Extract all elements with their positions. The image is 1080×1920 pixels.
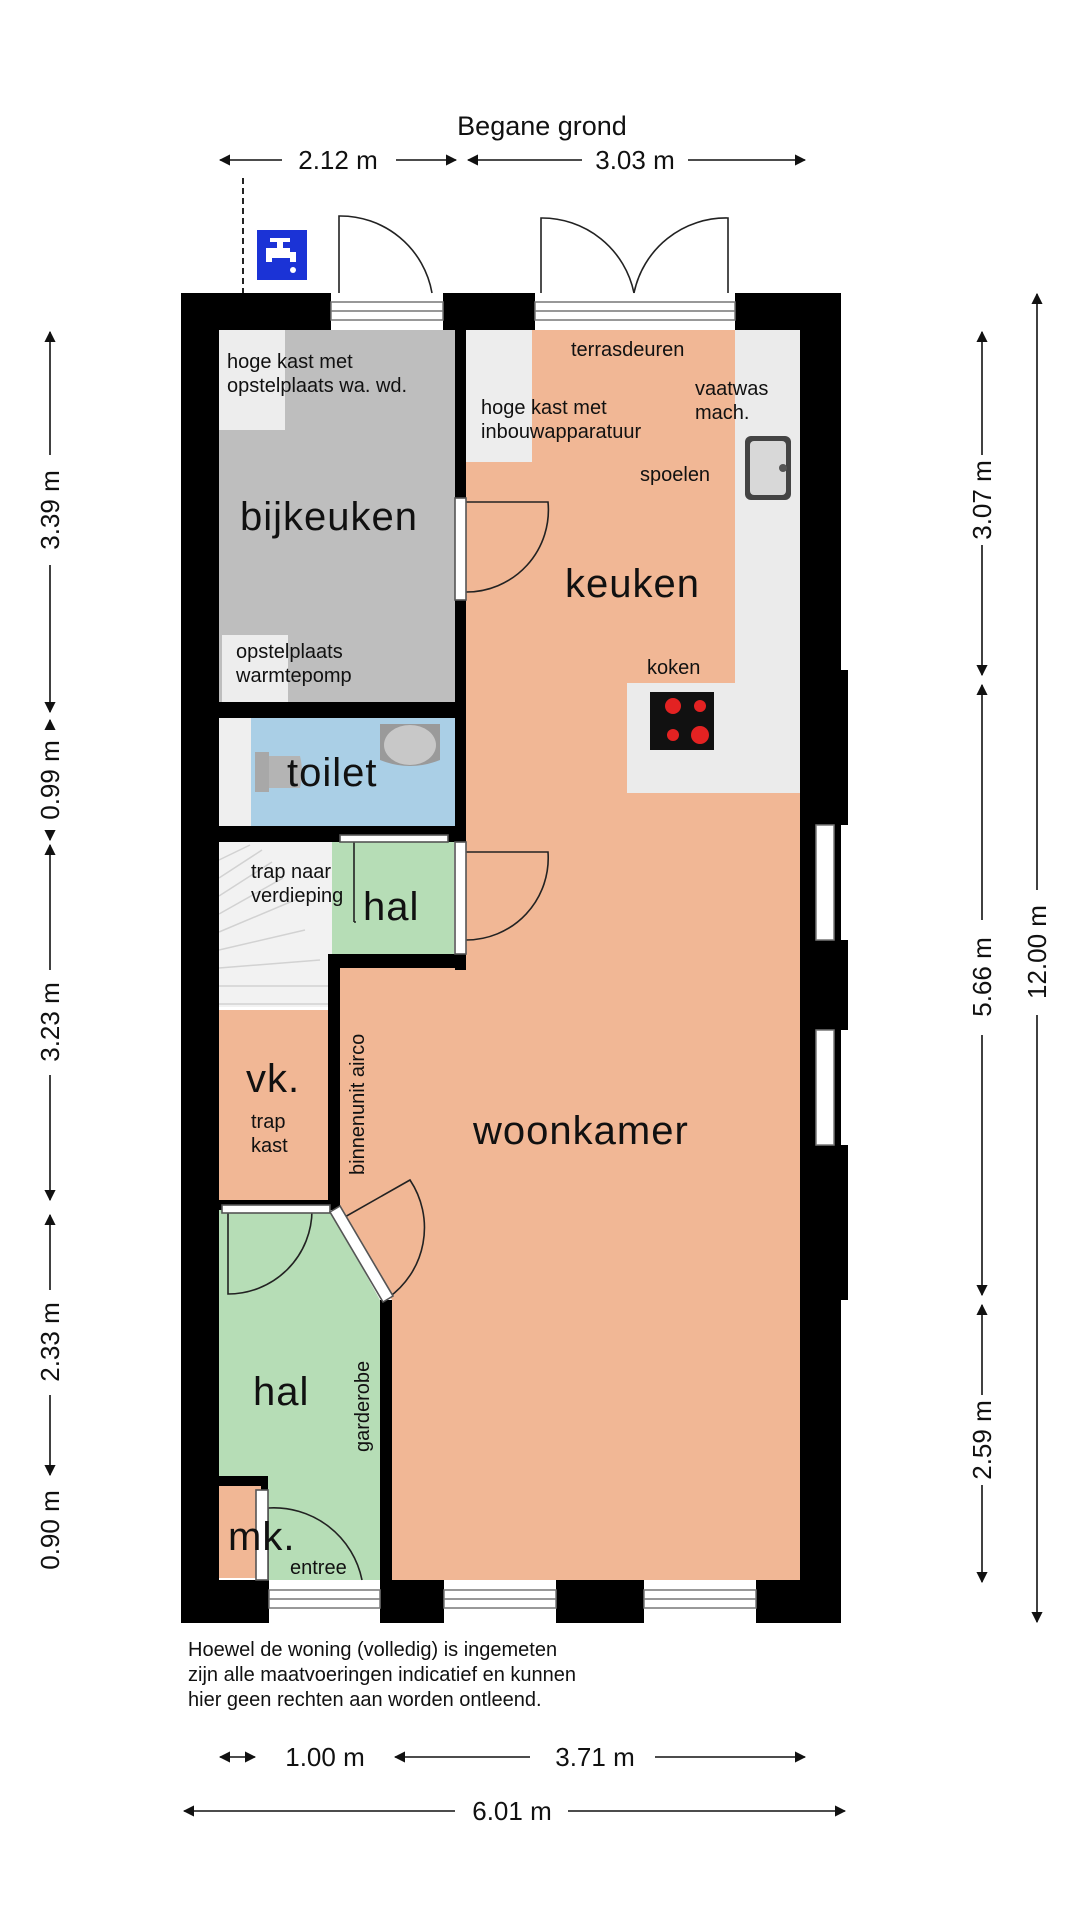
dim-left-2: 0.99 m [35, 740, 65, 820]
label-warmtepomp-2: warmtepomp [235, 665, 352, 687]
room-labels: bijkeuken keuken toilet hal woonkamer vk… [228, 495, 700, 1559]
floor-title: Begane grond [457, 111, 627, 141]
room-vk [219, 1010, 328, 1200]
label-vaatwas-2: mach. [695, 402, 749, 424]
room-keuken-woonkamer [340, 330, 800, 1580]
dim-top-right: 3.03 m [595, 145, 675, 175]
dim-right-total: 12.00 m [1022, 905, 1052, 999]
water-tap-icon [242, 178, 307, 293]
label-hoge-kast-wa-1: hoge kast met [227, 351, 353, 373]
dim-left-5: 0.90 m [35, 1490, 65, 1570]
cooktop-icon [650, 692, 714, 750]
label-hoge-kast-wa-2: opstelplaats wa. wd. [227, 375, 407, 397]
disclaimer-line-3: hier geen rechten aan worden ontleend. [188, 1689, 542, 1711]
dimension-lines [44, 154, 1043, 1817]
stairs [218, 844, 332, 1005]
dim-left-1: 3.39 m [35, 470, 65, 550]
label-trapkast-2: kast [251, 1135, 288, 1157]
label-hal-upper: hal [363, 885, 419, 929]
fixture-labels: hoge kast met opstelplaats wa. wd. hoge … [227, 339, 768, 1579]
label-trap-verdieping-2: verdieping [251, 885, 343, 907]
dim-right-1: 3.07 m [967, 460, 997, 540]
label-koken: koken [647, 657, 700, 679]
label-garderobe: garderobe [352, 1361, 374, 1452]
label-bijkeuken: bijkeuken [240, 495, 418, 539]
disclaimer-line-1: Hoewel de woning (volledig) is ingemeten [188, 1639, 558, 1661]
label-hoge-kast-inbouw-2: inbouwapparatuur [481, 421, 641, 443]
label-trap-verdieping-1: trap naar [251, 861, 331, 883]
dim-right-3: 2.59 m [967, 1400, 997, 1480]
dim-right-2: 5.66 m [967, 937, 997, 1017]
label-spoelen: spoelen [640, 464, 710, 486]
dim-bottom-left: 1.00 m [285, 1742, 365, 1772]
label-vk: vk. [246, 1057, 300, 1101]
label-mk: mk. [228, 1515, 295, 1559]
label-keuken: keuken [565, 562, 700, 606]
cabinet-inbouw [466, 330, 532, 462]
toilet-icon [255, 752, 302, 792]
sink-icon [745, 436, 791, 500]
label-woonkamer: woonkamer [472, 1109, 689, 1153]
cabinet-bijkeuken [219, 330, 285, 430]
disclaimer-line-2: zijn alle maatvoeringen indicatief en ku… [188, 1664, 577, 1686]
room-mk [219, 1486, 261, 1578]
dim-bottom-total: 6.01 m [472, 1796, 552, 1826]
room-hal-upper [332, 842, 454, 954]
dimension-labels: 2.12 m 3.03 m 3.39 m 0.99 m 3.23 m 2.33 … [35, 145, 1052, 1826]
dim-top-left: 2.12 m [298, 145, 378, 175]
label-terrasdeuren: terrasdeuren [571, 339, 684, 361]
label-entree: entree [290, 1557, 347, 1579]
label-binnenunit: binnenunit airco [347, 1034, 369, 1175]
label-hoge-kast-inbouw-1: hoge kast met [481, 397, 607, 419]
label-warmtepomp-1: opstelplaats [236, 641, 343, 663]
kitchen-counter [735, 330, 800, 683]
room-hal-lower [219, 1210, 380, 1580]
label-trapkast-1: trap [251, 1111, 285, 1133]
doors [221, 215, 729, 1581]
label-hal-lower: hal [253, 1370, 309, 1414]
washbasin-icon [380, 724, 440, 766]
dim-bottom-right: 3.71 m [555, 1742, 635, 1772]
dim-left-4: 2.33 m [35, 1302, 65, 1382]
windows [268, 301, 835, 1609]
dim-left-3: 3.23 m [35, 982, 65, 1062]
toilet-cistern [219, 718, 251, 826]
disclaimer: Hoewel de woning (volledig) is ingemeten… [188, 1638, 708, 1713]
walls [181, 293, 848, 1623]
warmtepomp-spot [222, 635, 288, 702]
label-vaatwas-1: vaatwas [695, 378, 768, 400]
label-toilet: toilet [287, 751, 378, 795]
